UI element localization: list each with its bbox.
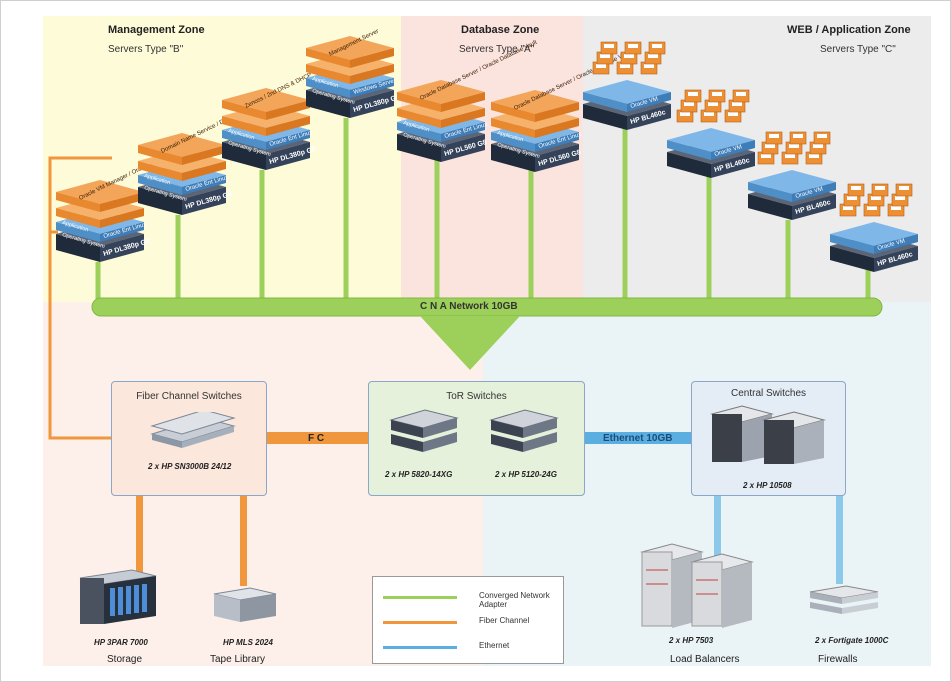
central-switch-title: Central Switches (730, 388, 807, 399)
cna-links (95, 118, 871, 300)
tape-library-icon (213, 587, 277, 622)
legend: Converged Network Adapter Fiber Channel … (372, 576, 564, 664)
server-3: Zenoss / 2nd DNS & DHCPApplicationOperat… (222, 72, 317, 170)
load-balancer-label: Load Balancers (670, 654, 740, 665)
firewall-caption: 2 x Fortigate 1000C (815, 636, 889, 645)
storage-icon (79, 569, 157, 624)
fiber-channel-switch-group: Fiber Channel Switches 2 x HP SN3000B 24… (111, 381, 267, 496)
tor-switch-a-caption: 2 x HP 5820-14XG (385, 470, 453, 479)
ethernet-link (583, 432, 691, 444)
cna-funnel (420, 316, 520, 370)
legend-swatch-cna (383, 596, 457, 599)
fiber-switch-caption: 2 x HP SN3000B 24/12 (148, 462, 232, 471)
legend-swatch-ethernet (383, 646, 457, 649)
tor-switch-title: ToR Switches (446, 391, 507, 402)
tor-switch-b-caption: 2 x HP 5120-24G (495, 470, 557, 479)
central-switch-group: Central Switches 2 x HP 10508 (691, 381, 846, 496)
fc-label: F C (308, 433, 325, 444)
management-zone-subtitle: Servers Type "B" (108, 44, 184, 55)
tor-switch-a-icon (389, 409, 459, 452)
legend-label: Ethernet (479, 641, 510, 650)
database-zone-title: Database Zone (461, 24, 540, 36)
load-balancer-caption: 2 x HP 7503 (669, 636, 714, 645)
server-5: Oracle Database Server / Oracle Database… (397, 40, 538, 162)
load-balancer-icon (640, 543, 754, 628)
legend-label: Fiber Channel (479, 616, 530, 625)
central-switch-caption: 2 x HP 10508 (743, 481, 792, 490)
ethernet-label: Ethernet 10GB (603, 433, 673, 444)
tape-library-caption: HP MLS 2024 (223, 638, 273, 647)
legend-item: Fiber Channel (383, 616, 555, 628)
legend-label: Converged Network Adapter (479, 591, 550, 609)
storage-caption: HP 3PAR 7000 (94, 638, 148, 647)
cna-network-label: C N A Network 10GB (420, 301, 518, 312)
web-zone-subtitle: Servers Type "C" (820, 44, 896, 55)
firewall-label: Firewalls (818, 654, 858, 665)
database-zone-subtitle: Servers Type "A" (459, 44, 535, 55)
tape-library-label: Tape Library (210, 654, 266, 665)
legend-item: Converged Network Adapter (383, 591, 555, 609)
storage-fc-link (136, 494, 143, 574)
lb-ethernet-link (714, 494, 721, 566)
firewall-icon (809, 585, 879, 614)
tor-switch-b-icon (489, 409, 559, 452)
fw-ethernet-link (836, 494, 843, 584)
storage-label: Storage (107, 654, 143, 665)
fiber-channel-title: Fiber Channel Switches (136, 391, 242, 402)
server-6: Oracle Database Server / Oracle Database… (491, 50, 632, 172)
management-fc-link (48, 156, 112, 440)
tor-switch-group: ToR Switches 2 x HP 5820-14XG 2 x HP 512… (368, 381, 585, 496)
legend-swatch-fc (383, 621, 457, 624)
tape-fc-link (240, 494, 247, 586)
legend-item: Ethernet (383, 641, 555, 653)
fiber-switch-icon (150, 412, 236, 448)
fc-link (266, 432, 368, 444)
management-zone-title: Management Zone (108, 24, 205, 36)
central-switch-icon (710, 405, 826, 464)
web-zone-title: WEB / Application Zone (787, 24, 911, 36)
